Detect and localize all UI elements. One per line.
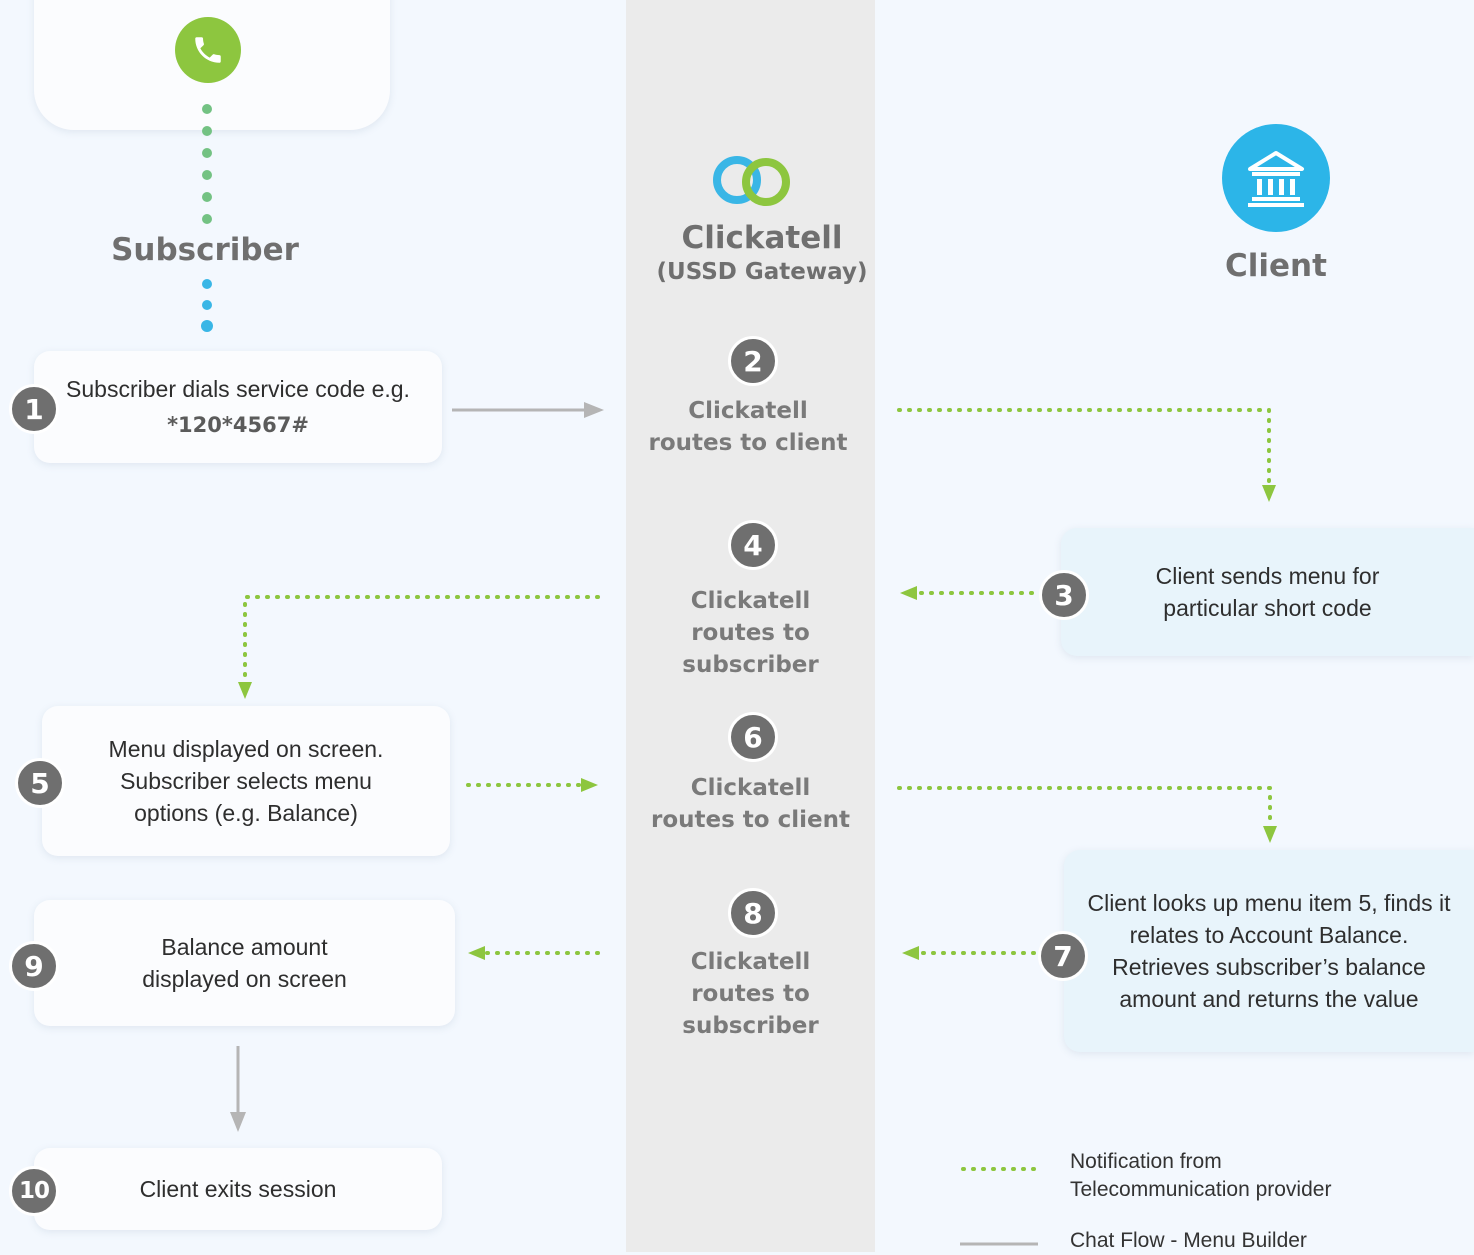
gateway-column-band [626, 0, 875, 1252]
step-4-label: Clickatell routes to subscriber [682, 588, 819, 678]
step-3-card: Client sends menu for particular short c… [1061, 528, 1474, 656]
phone-icon [175, 17, 241, 83]
arrowhead-3-to-4 [900, 586, 917, 600]
legend-notification-label: Notification from Telecommunication prov… [1070, 1150, 1332, 1201]
step-8-badge: 8 [728, 888, 778, 938]
arrowhead-6-to-7 [1263, 826, 1277, 843]
step-6-badge: 6 [728, 712, 778, 762]
client-heading: Client [1225, 248, 1327, 284]
step-9-badge: 9 [9, 941, 59, 991]
step-7-badge: 7 [1038, 931, 1088, 981]
step-2-label: Clickatell routes to client [648, 398, 848, 456]
step-3-text: Client sends menu for particular short c… [1155, 563, 1380, 621]
subscriber-heading: Subscriber [111, 232, 299, 268]
step-10-badge: 10 [9, 1166, 59, 1216]
arrow-1-to-2 [452, 402, 604, 418]
arrow-2-to-3 [897, 408, 1271, 490]
step-9-text: Balance amount displayed on screen [142, 934, 347, 992]
step-4-badge: 4 [728, 520, 778, 570]
step-3-badge: 3 [1039, 570, 1089, 620]
step-5-text: Menu displayed on screen. Subscriber sel… [108, 736, 384, 826]
step-8-label: Clickatell routes to subscriber [682, 949, 819, 1039]
step-5-card: Menu displayed on screen. Subscriber sel… [42, 706, 450, 856]
step-9-card: Balance amount displayed on screen [34, 900, 455, 1026]
step-1-code: *120*4567# [167, 413, 309, 437]
arrowhead-4-to-5 [238, 682, 252, 699]
arrowhead-2-to-3 [1262, 485, 1276, 502]
arrow-9-to-10 [230, 1046, 246, 1132]
step-1-card: Subscriber dials service code e.g. *120*… [34, 351, 442, 463]
step-10-card: Client exits session [34, 1148, 442, 1230]
subscriber-dots [202, 104, 212, 224]
step-1-text: Subscriber dials service code e.g. [66, 376, 410, 402]
legend-chatflow-label: Chat Flow - Menu Builder [1070, 1229, 1307, 1252]
step-7-card: Client looks up menu item 5, finds it re… [1064, 850, 1474, 1052]
arrowhead-7-to-8 [902, 946, 919, 960]
step-2-badge: 2 [728, 336, 778, 386]
arrow-4-to-5 [243, 595, 600, 684]
step-1-badge: 1 [9, 384, 59, 434]
step-6-label: Clickatell routes to client [651, 775, 850, 833]
arrowhead-5-to-6 [581, 778, 598, 792]
step-10-text: Client exits session [139, 1176, 337, 1202]
arrow-6-to-7 [897, 786, 1272, 828]
gateway-heading: Clickatell [681, 220, 843, 256]
step-7-text: Client looks up menu item 5, finds it re… [1087, 890, 1451, 1012]
subscriber-dots-blue [201, 279, 213, 332]
bank-icon [1222, 124, 1330, 232]
clickatell-logo [710, 152, 796, 210]
arrowhead-8-to-9 [468, 946, 485, 960]
step-5-badge: 5 [15, 758, 65, 808]
gateway-subheading: (USSD Gateway) [656, 259, 868, 285]
